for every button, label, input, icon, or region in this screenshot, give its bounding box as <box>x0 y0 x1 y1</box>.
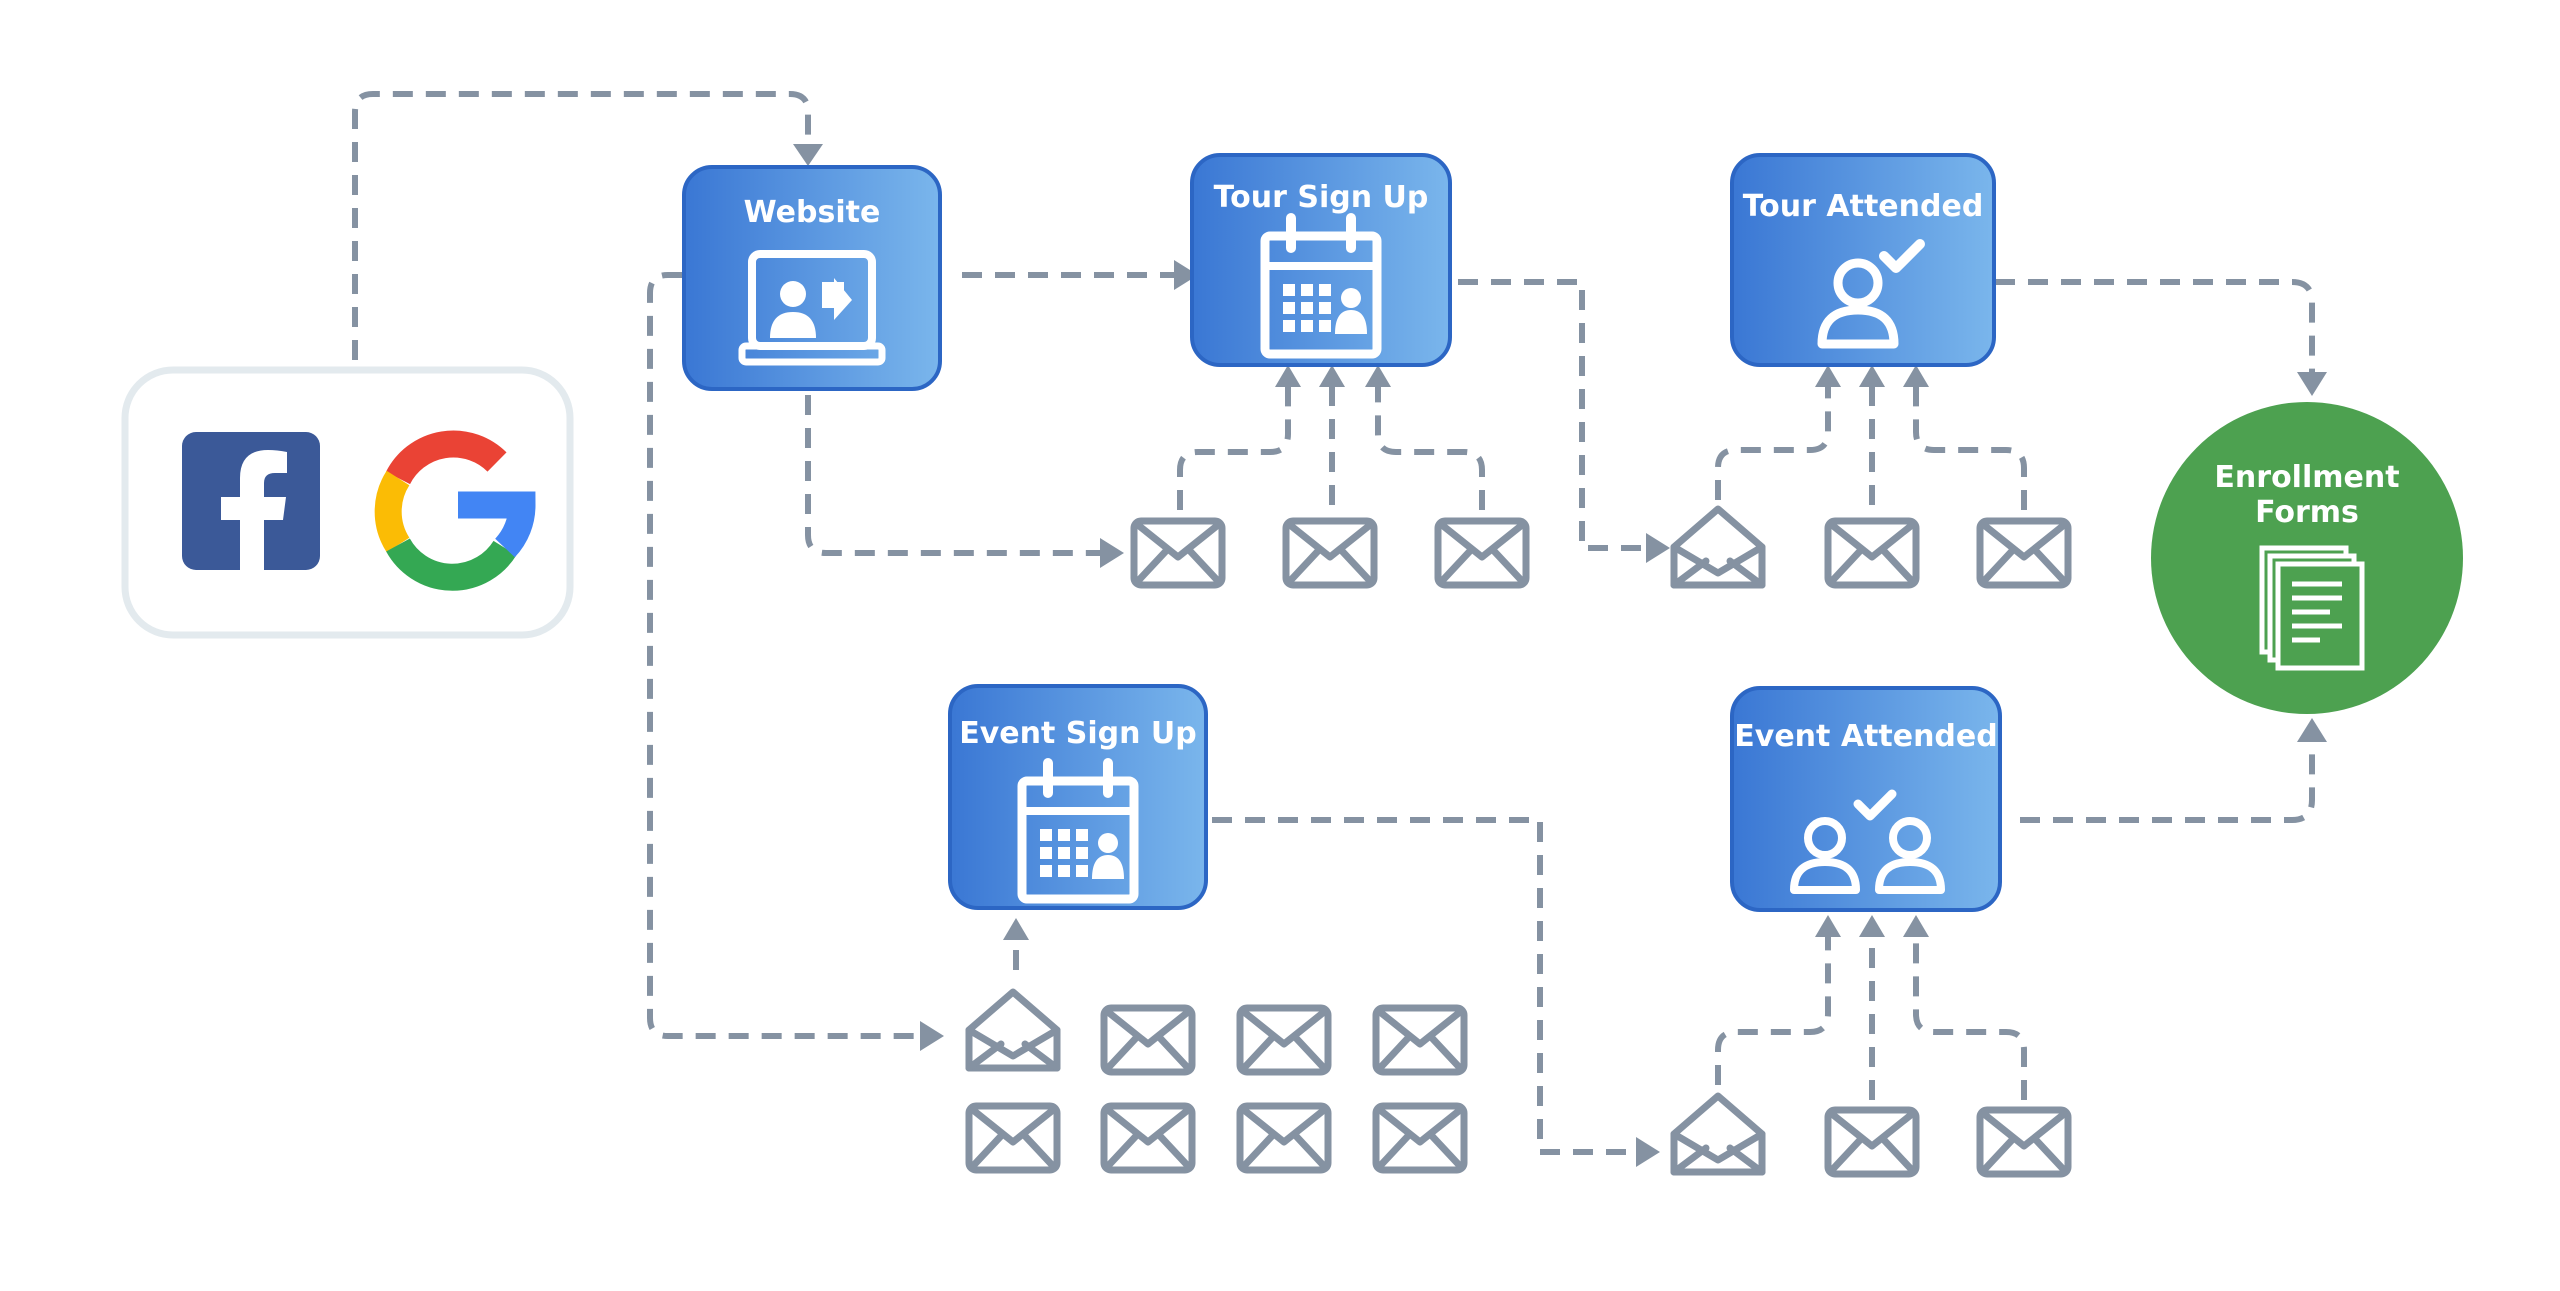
google-icon <box>374 430 536 591</box>
node-tour-attended: Tour Attended <box>1730 153 1996 367</box>
arrowhead-website-to-tour-emails <box>1100 538 1124 568</box>
open-envelope-icon <box>1674 509 1762 585</box>
connector-event-sign-up-to-attended-emails <box>1212 817 1640 1155</box>
node-event-sign-up-label: Event Sign Up <box>959 716 1197 751</box>
arrowhead-website-to-event-emails <box>920 1021 944 1051</box>
connector-website-to-event-emails <box>647 272 925 1039</box>
node-event-attended: Event Attended <box>1730 686 2002 912</box>
open-envelope-icon <box>1674 1096 1762 1172</box>
node-event-sign-up: Event Sign Up <box>948 684 1208 910</box>
envelope-icon <box>1134 521 1222 585</box>
node-tour-sign-up-label: Tour Sign Up <box>1214 180 1429 215</box>
node-enrollment-forms: Enrollment Forms <box>2151 402 2463 714</box>
arrowhead-website-to-tour-sign-up <box>1174 260 1198 290</box>
node-enrollment-label-line1: Enrollment <box>2214 460 2399 495</box>
connector-website-to-tour-emails <box>805 395 1105 556</box>
node-tour-sign-up: Tour Sign Up <box>1190 153 1452 367</box>
envelope-icon <box>1240 1106 1328 1170</box>
arrowhead-tour-sign-up-to-attended-emails <box>1646 533 1670 563</box>
connector-tour-attended-to-enrollment <box>1995 279 2315 372</box>
envelope-icon <box>1376 1106 1464 1170</box>
arrowhead-tour-attended-to-enrollment <box>2297 372 2327 396</box>
envelope-icon <box>1828 1110 1916 1174</box>
node-enrollment-label-line2: Forms <box>2255 495 2359 530</box>
laptop-presentation-icon <box>738 250 886 366</box>
traffic-sources-box <box>121 366 574 639</box>
arrowhead-sources-to-website <box>793 144 823 166</box>
envelope-icon <box>1980 1110 2068 1174</box>
arrowhead-event-attended-to-enrollment <box>2297 718 2327 742</box>
connector-event-attended-to-enrollment <box>2020 740 2315 823</box>
envelope-icon <box>969 1106 1057 1170</box>
node-website: Website <box>682 165 942 391</box>
event-sign-up-emails <box>969 992 1464 1170</box>
envelope-icon <box>1240 1008 1328 1072</box>
documents-icon <box>2259 545 2365 671</box>
envelope-icon <box>1828 521 1916 585</box>
group-check-icon <box>1790 789 1945 894</box>
facebook-icon <box>182 432 320 570</box>
arrowhead-event-sign-up-to-attended-emails <box>1636 1137 1660 1167</box>
envelope-icon <box>1104 1106 1192 1170</box>
node-tour-attended-label: Tour Attended <box>1743 189 1984 224</box>
connector-tour-sign-up-to-attended-emails <box>1458 279 1650 551</box>
envelope-icon <box>1376 1008 1464 1072</box>
node-website-label: Website <box>744 195 881 230</box>
node-event-attended-label: Event Attended <box>1734 719 1997 754</box>
event-attended-emails <box>1674 1096 2068 1174</box>
envelope-icon <box>1438 521 1526 585</box>
person-check-icon <box>1817 239 1925 349</box>
envelope-icon <box>1980 521 2068 585</box>
open-envelope-icon <box>969 992 1057 1068</box>
connectors <box>352 91 2327 1167</box>
envelope-icon <box>1104 1008 1192 1072</box>
tour-sign-up-emails <box>1134 521 1526 585</box>
tour-attended-emails <box>1674 509 2068 585</box>
envelope-icon <box>1286 521 1374 585</box>
